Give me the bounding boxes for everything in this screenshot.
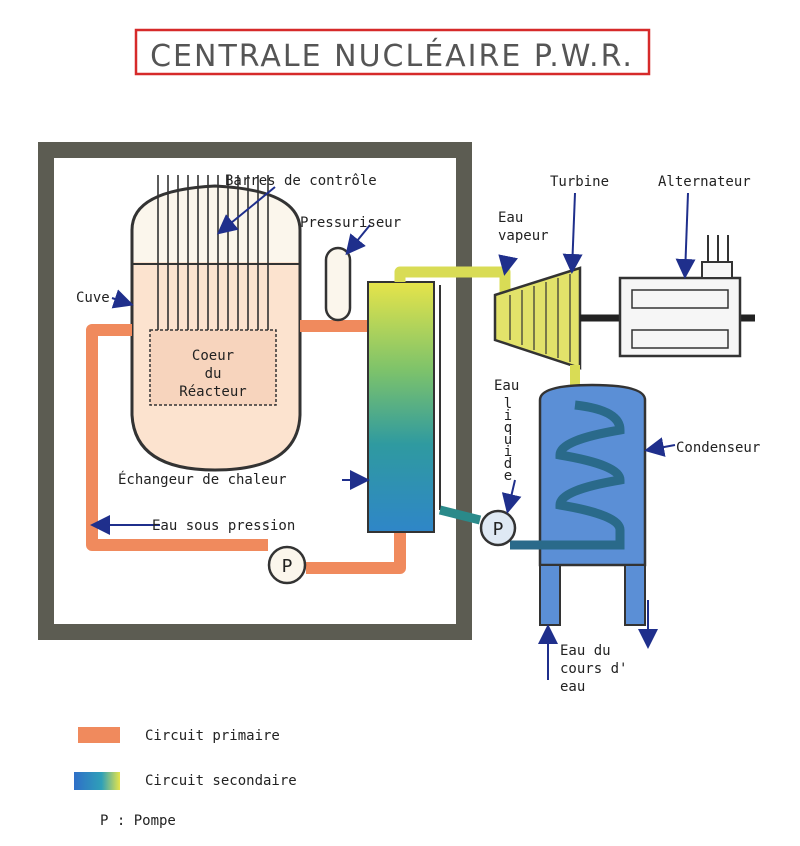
label-eau-vapeur-2: vapeur [498,228,549,244]
label-pressuriseur: Pressuriseur [300,215,401,231]
label-echangeur: Échangeur de chaleur [118,471,287,488]
label-turbine: Turbine [550,174,609,190]
pressurizer [324,246,352,322]
alternator-winding-top [631,289,729,309]
primary-pump [267,545,307,585]
legend-secondary: Circuit secondaire [145,773,297,789]
secondary-steam-line [394,266,511,305]
label-cuve: Cuve [76,290,110,306]
reactor-core [149,329,277,406]
label-coeur-3: Réacteur [179,384,246,400]
label-condenseur: Condenseur [676,440,760,456]
label-alternateur: Alternateur [658,174,751,190]
legend-primary: Circuit primaire [145,728,280,744]
legend-pompe: P : Pompe [100,813,176,829]
cooling-outlet [624,564,646,626]
heat-exchanger [367,281,435,533]
label-eau-liquide-letter: d [504,456,512,472]
condenser-coil [510,400,625,550]
diagram-title: CENTRALE NUCLÉAIRE P.W.R. [150,38,634,74]
label-eau-liquide-1: Eau [494,378,519,394]
label-eau-pression: Eau sous pression [152,518,295,534]
label-cours-1: Eau du [560,643,611,659]
label-arrows [90,186,696,680]
label-eau-liquide-letter: q [504,420,512,436]
label-cours-2: cours d' [560,661,627,677]
power-lines [701,235,733,279]
legend-swatch-primary [78,727,120,743]
label-coeur-1: Coeur [192,348,234,364]
label-barres-controle: Barres de contrôle [225,173,377,189]
alternator [618,276,742,358]
alternator-winding-bottom [631,329,729,349]
legend-swatch-secondary [74,772,120,790]
label-eau-liquide-letter: i [504,408,512,424]
cooling-inlet [539,564,561,626]
turbine-blades [509,274,571,362]
containment-building [38,142,472,640]
primary-pump-letter: P [282,556,293,577]
label-coeur-2: du [205,366,222,382]
label-eau-vapeur-1: Eau [498,210,523,226]
secondary-pump [479,509,517,547]
secondary-pump-letter: P [493,519,504,540]
label-eau-liquide-letter: e [504,468,512,484]
label-eau-liquide-letter: i [504,444,512,460]
title-box [134,28,651,76]
label-eau-liquide-letter: u [504,432,512,448]
feedwater-line [438,505,482,525]
label-cours-3: eau [560,679,585,695]
label-eau-liquide-letter: l [504,396,512,412]
